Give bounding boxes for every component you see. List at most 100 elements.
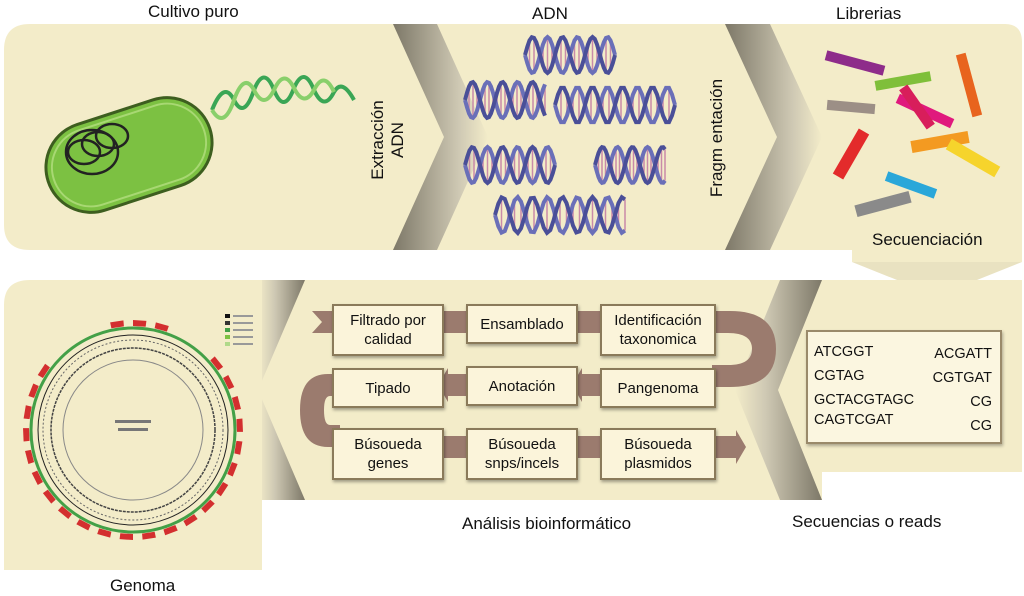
library-fragment xyxy=(899,84,935,130)
connector-row2-b xyxy=(438,368,474,402)
flagellum xyxy=(210,75,356,120)
label-secuencias-reads: Secuencias o reads xyxy=(792,512,942,531)
gene-block xyxy=(154,322,169,332)
read-left-4: CAGTCGAT xyxy=(814,412,894,428)
gene-block xyxy=(201,499,215,514)
genome-ring xyxy=(42,339,224,521)
extraccion-line1: Extracción xyxy=(368,100,387,180)
step-identificacion: Identificación taxonomica xyxy=(600,304,716,356)
gene-block xyxy=(97,528,112,538)
down-arrow xyxy=(852,250,1022,262)
dna-helix xyxy=(523,34,617,76)
legend-swatch xyxy=(225,321,230,325)
gene-block xyxy=(37,363,50,378)
step-busqueda-genes: Búsoueda genes xyxy=(332,428,444,480)
gene-block xyxy=(183,514,198,527)
genome-center-mark xyxy=(118,428,148,431)
gene-block xyxy=(133,320,147,327)
gene-block xyxy=(223,375,235,390)
step-pangenoma: Pangenoma xyxy=(600,368,716,408)
gene-block xyxy=(163,525,178,536)
dna-helices xyxy=(463,34,677,237)
arrow-text-fragmentacion: Fragm entación xyxy=(707,78,726,198)
library-fragment xyxy=(945,138,1001,178)
library-fragment xyxy=(854,190,912,218)
chevron-arrow-2 xyxy=(725,24,822,250)
genome-ring xyxy=(50,347,216,513)
genome-ring-inner xyxy=(62,359,204,501)
plasmid-coil xyxy=(64,122,130,176)
dna-helix xyxy=(493,193,627,237)
step-busqueda-snps: Búsoueda snps/incels xyxy=(466,428,578,480)
dna-helix xyxy=(553,85,677,125)
read-left-1: ATCGGT xyxy=(814,344,874,360)
legend-line xyxy=(233,343,253,345)
read-right-2: CGTGAT xyxy=(932,370,992,386)
gene-block xyxy=(119,533,133,540)
reads-box: ATCGGT ACGATT CGTAG CGTGAT GCTACGTAGC CG… xyxy=(806,330,1002,444)
legend-line xyxy=(233,336,253,338)
gene-block xyxy=(57,506,72,519)
genome-center-mark xyxy=(115,420,151,423)
label-analisis: Análisis bioinformático xyxy=(462,514,632,533)
label-secuenciacion: Secuenciación xyxy=(872,230,983,249)
left-chevron-arrow-2 xyxy=(258,280,305,500)
library-fragment xyxy=(826,99,876,115)
step-busqueda-plasmidos: Búsoueda plasmidos xyxy=(600,428,716,480)
connector-row3-out xyxy=(712,430,746,464)
chevron-arrow-1 xyxy=(393,24,488,250)
read-right-3: CG xyxy=(970,394,992,410)
label-adn: ADN xyxy=(532,4,568,23)
gene-block xyxy=(216,482,229,497)
legend-line xyxy=(233,329,253,331)
dna-helix xyxy=(463,79,547,121)
step-ensamblado: Ensamblado xyxy=(466,304,578,344)
genome-ring-outer xyxy=(29,326,237,534)
dna-helix xyxy=(463,144,557,186)
library-fragments xyxy=(824,50,1001,218)
extraccion-line2: ADN xyxy=(388,122,407,158)
arrow-text-extraccion: Extracción ADN xyxy=(368,90,412,190)
read-left-3: GCTACGTAGC xyxy=(814,392,915,408)
gene-block xyxy=(236,418,243,432)
legend-swatch xyxy=(225,342,230,346)
gene-block xyxy=(210,356,224,371)
genome-circular-map xyxy=(23,314,253,540)
step-tipado: Tipado xyxy=(332,368,444,408)
left-chevron-arrow xyxy=(735,280,822,500)
label-librerias: Librerias xyxy=(836,4,902,23)
dna-helix xyxy=(593,144,667,186)
library-fragment xyxy=(955,52,983,118)
legend-swatch xyxy=(225,314,230,318)
library-fragment xyxy=(874,71,932,91)
gene-block xyxy=(76,519,91,531)
gene-block xyxy=(234,440,243,455)
legend-swatch xyxy=(225,328,230,332)
gene-block xyxy=(231,396,241,411)
gene-block xyxy=(28,383,39,398)
gene-block xyxy=(142,531,156,540)
step-anotacion: Anotación xyxy=(466,366,578,406)
legend-line xyxy=(233,322,253,324)
library-fragment xyxy=(832,128,870,180)
gene-block xyxy=(23,428,30,442)
step-filtrado: Filtrado por calidad xyxy=(332,304,444,356)
read-left-2: CGTAG xyxy=(814,368,865,384)
genome-ring xyxy=(37,334,229,526)
bacterium-illustration xyxy=(44,75,356,214)
legend-line xyxy=(233,315,253,317)
read-right-4: CG xyxy=(970,418,992,434)
gene-block xyxy=(25,449,35,464)
connector-curve-left xyxy=(300,374,340,447)
gene-block xyxy=(31,470,43,485)
legend-swatch xyxy=(225,335,230,339)
library-fragment xyxy=(910,131,970,153)
gene-block xyxy=(227,462,238,477)
gene-block xyxy=(110,320,124,329)
down-arrow-head xyxy=(852,262,1022,296)
label-genoma: Genoma xyxy=(110,576,176,595)
label-cultivo-puro: Cultivo puro xyxy=(148,2,239,21)
library-fragment xyxy=(884,171,938,199)
gene-block xyxy=(42,489,56,504)
connector-curve-right xyxy=(712,311,776,387)
